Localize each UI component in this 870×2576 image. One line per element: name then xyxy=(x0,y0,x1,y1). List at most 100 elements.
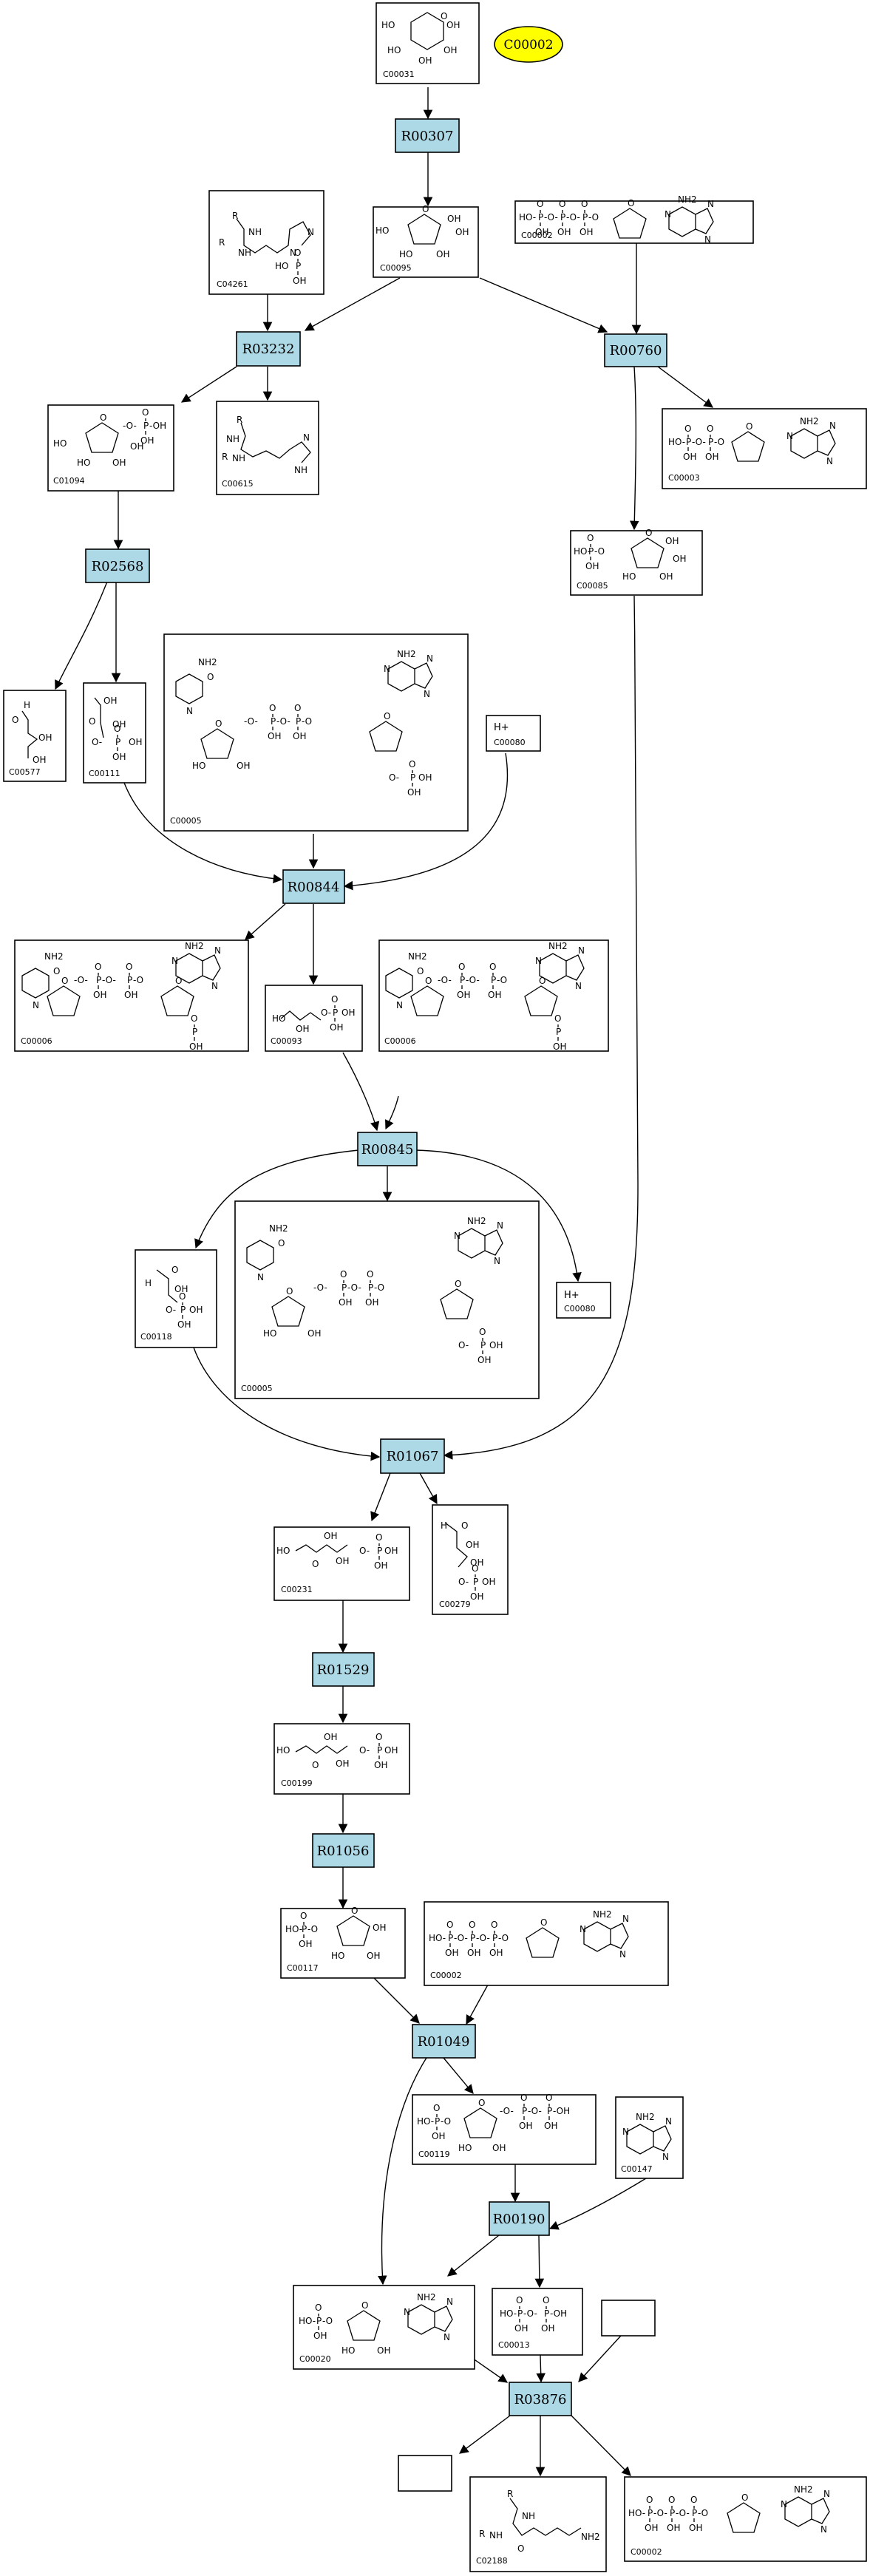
reaction-node-r00844[interactable]: R00844 xyxy=(282,869,345,904)
svg-text:OH: OH xyxy=(307,1328,321,1339)
svg-text:-O-: -O- xyxy=(566,212,580,222)
compound-node-c00006-b[interactable]: -O- -O- -O C00006 xyxy=(378,939,609,1053)
svg-text:C00080: C00080 xyxy=(564,1304,596,1314)
query-compound-node[interactable]: C00002 xyxy=(494,26,563,63)
svg-text:HO: HO xyxy=(276,1745,290,1756)
compound-node-unlabeled-a[interactable] xyxy=(601,2300,656,2337)
svg-text:C00031: C00031 xyxy=(383,69,415,79)
compound-node-c00006-a[interactable]: -O- -O- -O C00006 xyxy=(14,939,249,1053)
svg-text:NH: NH xyxy=(232,453,245,463)
svg-text:OH: OH xyxy=(665,536,679,546)
svg-text:HO: HO xyxy=(622,571,636,582)
svg-text:R: R xyxy=(222,452,228,462)
compound-node-c00199[interactable]: HO OH OH O O- OH C00199 xyxy=(273,1723,410,1795)
reaction-node-r02568[interactable]: R02568 xyxy=(85,548,150,583)
svg-text:H: H xyxy=(145,1278,152,1288)
compound-node-c04261[interactable]: R NH R NH N N HO C04261 xyxy=(208,190,324,295)
svg-text:C00013: C00013 xyxy=(498,2340,530,2350)
compound-node-c02188[interactable]: R NH R NH O NH2 C02188 xyxy=(469,2476,607,2572)
compound-node-c01094[interactable]: HO -O- -OH OH HO OH C01094 xyxy=(47,404,174,492)
compound-node-c00085[interactable]: HO- -O OH OH HO OH C00085 xyxy=(570,527,703,596)
svg-text:HO: HO xyxy=(341,2345,355,2356)
reaction-node-r00760[interactable]: R00760 xyxy=(604,333,667,367)
svg-text:-O-: -O- xyxy=(476,1933,490,1943)
compound-node-c00080-a[interactable]: H+ C00080 xyxy=(486,715,541,752)
compound-node-c00111[interactable]: OH O OH O- OH C00111 xyxy=(83,682,146,784)
svg-text:HO: HO xyxy=(263,1328,276,1339)
svg-text:OH: OH xyxy=(455,227,469,237)
svg-text:O-: O- xyxy=(321,1007,331,1018)
compound-node-unlabeled-b[interactable] xyxy=(398,2455,452,2492)
svg-text:NH: NH xyxy=(294,465,307,475)
svg-text:O-: O- xyxy=(92,737,102,747)
svg-text:OH: OH xyxy=(324,1732,337,1742)
compound-node-c00147[interactable]: C00147 xyxy=(615,2096,684,2179)
compound-node-c00615[interactable]: R NH R NH N NH C00615 xyxy=(216,401,319,495)
svg-text:O-: O- xyxy=(458,1340,469,1350)
svg-text:C00002: C00002 xyxy=(631,2547,662,2557)
svg-text:C02188: C02188 xyxy=(476,2556,508,2566)
compound-node-c00003[interactable]: HO- -O- -O C00003 xyxy=(662,408,867,489)
compound-node-c00231[interactable]: HO OH OH O O- OH C00231 xyxy=(273,1526,410,1601)
svg-text:C00118: C00118 xyxy=(140,1332,172,1342)
svg-text:OH: OH xyxy=(466,1540,479,1550)
svg-text:O: O xyxy=(312,1760,319,1770)
compound-node-c00013[interactable]: HO- -O- -OH C00013 xyxy=(492,2288,583,2356)
compound-node-c00577[interactable]: H O OH OH C00577 xyxy=(3,690,67,782)
svg-text:H: H xyxy=(441,1520,447,1531)
svg-text:OH: OH xyxy=(482,1577,495,1587)
svg-text:OH: OH xyxy=(324,1531,337,1541)
compound-node-c00093[interactable]: HO OH O- OH C00093 xyxy=(265,985,363,1052)
svg-text:R01067: R01067 xyxy=(387,1449,439,1464)
reaction-node-r00190[interactable]: R00190 xyxy=(489,2201,550,2236)
svg-text:R00845: R00845 xyxy=(361,1142,414,1158)
reaction-node-r01067[interactable]: R01067 xyxy=(380,1438,445,1474)
svg-text:R00307: R00307 xyxy=(401,129,454,144)
reaction-node-r03876[interactable]: R03876 xyxy=(509,2382,572,2416)
svg-text:-O-: -O- xyxy=(544,212,558,222)
reaction-node-r00307[interactable]: R00307 xyxy=(395,118,460,153)
compound-node-c00031[interactable]: HO OH HO OH OH C00031 xyxy=(375,2,480,84)
reaction-node-r01056[interactable]: R01056 xyxy=(312,1833,375,1868)
compound-node-c00002-mid[interactable]: HO- -O- -O- -O C00002 xyxy=(424,1901,669,1986)
compound-node-c00118[interactable]: H O OH O- OH C00118 xyxy=(135,1249,217,1348)
compound-node-c00080-b[interactable]: H+ C00080 xyxy=(556,1282,611,1319)
svg-text:NH: NH xyxy=(522,2511,535,2521)
svg-text:-O-: -O- xyxy=(74,975,88,985)
svg-text:HO: HO xyxy=(331,1951,344,1961)
compound-node-c00117[interactable]: HO- -O OH HO OH C00117 xyxy=(280,1905,406,1979)
svg-text:HO: HO xyxy=(53,438,67,449)
svg-text:C00119: C00119 xyxy=(418,2150,450,2159)
svg-text:C00147: C00147 xyxy=(621,2164,653,2174)
reaction-node-r00845[interactable]: R00845 xyxy=(357,1132,418,1166)
svg-text:-OH: -OH xyxy=(553,2106,570,2116)
compound-node-c00002-top[interactable]: HO- -O- -O- -O C00002 xyxy=(514,194,754,245)
svg-text:C00020: C00020 xyxy=(299,2354,331,2364)
svg-text:-O-: -O- xyxy=(523,2308,537,2319)
svg-text:NH: NH xyxy=(226,434,239,444)
reaction-node-r01529[interactable]: R01529 xyxy=(312,1652,375,1687)
reaction-node-r03232[interactable]: R03232 xyxy=(236,331,301,367)
svg-text:-O-: -O- xyxy=(313,1282,327,1293)
svg-text:OH: OH xyxy=(492,2143,506,2153)
svg-text:-O: -O xyxy=(133,975,143,985)
svg-text:OH: OH xyxy=(341,1007,355,1018)
svg-text:O: O xyxy=(461,1520,468,1531)
compound-node-c00119[interactable]: HO- -O -O- -O- -OH HO OH C00119 xyxy=(412,2092,597,2165)
compound-node-c00005-b[interactable]: HO OH -O- -O- -O O- OH C00005 xyxy=(234,1200,540,1399)
reaction-node-r01049[interactable]: R01049 xyxy=(412,2024,476,2059)
svg-text:-O-: -O- xyxy=(454,1933,468,1943)
svg-text:HO-: HO- xyxy=(299,2316,316,2326)
svg-text:C00279: C00279 xyxy=(439,1600,471,1609)
svg-text:HO: HO xyxy=(272,1013,285,1024)
compound-node-c00020[interactable]: HO- -O HO OH C00020 xyxy=(293,2285,475,2370)
compound-node-c00002-bottom[interactable]: HO- -O- -O- -O C00002 xyxy=(624,2476,867,2562)
compound-node-c00279[interactable]: H O OH OH O- OH C00279 xyxy=(432,1504,509,1615)
compound-node-c00005-a[interactable]: HO OH -O- -O- -O O- OH C00005 xyxy=(163,633,469,832)
compound-node-c00095[interactable]: HO OH OH HO OH C00095 xyxy=(373,203,479,278)
svg-text:HO: HO xyxy=(275,261,288,271)
svg-text:O: O xyxy=(517,2543,524,2554)
svg-text:R: R xyxy=(479,2529,485,2539)
svg-text:N: N xyxy=(290,248,296,258)
svg-text:NH: NH xyxy=(248,227,262,237)
